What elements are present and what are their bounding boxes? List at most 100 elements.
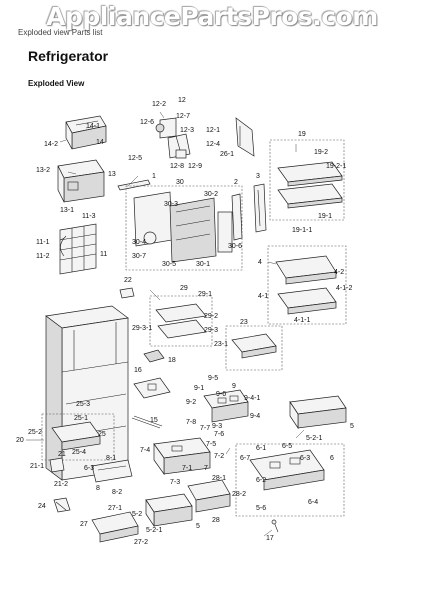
label-19-2: 19-2: [314, 149, 328, 156]
label-26-1: 26-1: [220, 151, 234, 158]
label-29-1: 29-1: [198, 291, 212, 298]
label-23-1: 23-1: [214, 341, 228, 348]
label-8-2: 8-2: [112, 489, 122, 496]
label-7-1: 7-1: [182, 465, 192, 472]
label-25: 25: [98, 431, 106, 438]
part-30-evaporator-cover[interactable]: [133, 191, 233, 263]
label-4-1-1: 4-1-1: [294, 317, 310, 324]
part-17-screw[interactable]: [271, 519, 279, 533]
label-25-3: 25-3: [76, 401, 90, 408]
label-4-1-2: 4-1-2: [336, 285, 352, 292]
part-3-rail[interactable]: [253, 183, 267, 233]
label-14: 14: [96, 139, 104, 146]
part-4-shelf[interactable]: [275, 255, 337, 315]
label-20: 20: [16, 437, 24, 444]
label-11-2: 11-2: [36, 253, 50, 260]
label-7-8: 7-8: [186, 419, 196, 426]
label-29-3-1: 29-3-1: [132, 325, 152, 332]
group-6-box: [235, 443, 345, 517]
label-8: 8: [96, 485, 100, 492]
part-5-crisper-drawer[interactable]: [289, 395, 347, 430]
label-15: 15: [150, 417, 158, 424]
label-17: 17: [266, 535, 274, 542]
label-8-1: 8-1: [106, 455, 116, 462]
label-30-2: 30-2: [204, 191, 218, 198]
part-13-ice-bucket[interactable]: [57, 159, 105, 203]
label-27-1: 27-1: [108, 505, 122, 512]
label-5-2-1: 5-2-1: [306, 435, 322, 442]
label-6-1: 6-1: [256, 445, 266, 452]
group-19-box: [269, 139, 345, 221]
part-9-drawer-assembly[interactable]: [203, 389, 249, 423]
label-9-3: 9-3: [212, 423, 222, 430]
label-7-2: 7-2: [214, 453, 224, 460]
part-15-rod[interactable]: [131, 415, 163, 429]
label-3: 3: [256, 173, 260, 180]
label-5-2-1b: 5-2-1: [146, 527, 162, 534]
label-7-6: 7-6: [214, 431, 224, 438]
part-27-cover[interactable]: [91, 511, 139, 543]
part-7-drawer-assembly[interactable]: [153, 437, 211, 476]
part-28-cover[interactable]: [187, 479, 231, 513]
label-28-2: 28-2: [232, 491, 246, 498]
label-25-4: 25-4: [72, 449, 86, 456]
label-9-1: 9-1: [194, 385, 204, 392]
part-11-ice-maker[interactable]: [59, 223, 97, 275]
label-9-4: 9-4: [250, 413, 260, 420]
label-28: 28: [212, 517, 220, 524]
label-9-4-1: 9-4-1: [244, 395, 260, 402]
page-title: Refrigerator: [28, 48, 109, 64]
label-13: 13: [108, 171, 116, 178]
part-1-strip[interactable]: [117, 179, 151, 191]
label-22: 22: [124, 277, 132, 284]
part-14-top-cover[interactable]: [65, 115, 107, 150]
label-12: 12: [178, 97, 186, 104]
part-19-shelf[interactable]: [277, 161, 343, 209]
group-25-box: [41, 413, 115, 461]
label-12-7: 12-7: [176, 113, 190, 120]
label-11: 11: [100, 251, 107, 258]
label-30-6: 30-6: [228, 243, 242, 250]
label-27-2: 27-2: [134, 539, 148, 546]
part-16-tray[interactable]: [133, 377, 171, 399]
label-4-1: 4-1: [258, 293, 268, 300]
label-5-6: 5-6: [256, 505, 266, 512]
label-13-1: 13-1: [60, 207, 74, 214]
part-24-fitting[interactable]: [53, 497, 71, 513]
label-25-1: 25-1: [74, 415, 88, 422]
label-5b: 5: [196, 523, 200, 530]
group-23-box: [225, 325, 283, 371]
part-29-shelf[interactable]: [155, 303, 207, 339]
label-12-3: 12-3: [180, 127, 194, 134]
part-26-1-bracket[interactable]: [235, 117, 255, 157]
label-6-7: 6-7: [240, 455, 250, 462]
label-21-2: 21-2: [54, 481, 68, 488]
label-18: 18: [168, 357, 176, 364]
label-12-1: 12-1: [206, 127, 220, 134]
part-2-rail[interactable]: [231, 193, 243, 241]
part-5b-crisper-drawer[interactable]: [145, 493, 193, 528]
part-23-cover[interactable]: [231, 333, 277, 359]
label-29: 29: [180, 285, 188, 292]
label-12-6: 12-6: [140, 119, 154, 126]
label-13-2: 13-2: [36, 167, 50, 174]
label-30-4: 30-4: [132, 239, 146, 246]
label-6-5: 6-5: [282, 443, 292, 450]
label-14-2: 14-2: [44, 141, 58, 148]
label-5-2: 5-2: [132, 511, 142, 518]
label-19-1-1: 19-1-1: [292, 227, 312, 234]
label-9-2: 9-2: [186, 399, 196, 406]
label-7-7: 7-7: [200, 425, 210, 432]
label-2: 2: [234, 179, 238, 186]
part-8-rail[interactable]: [91, 459, 133, 483]
label-9-6: 9-6: [216, 391, 226, 398]
part-22-clip[interactable]: [119, 287, 135, 299]
label-12-5: 12-5: [128, 155, 142, 162]
part-18-cap[interactable]: [143, 349, 165, 363]
section-title: Exploded View: [28, 79, 85, 88]
label-25-2: 25-2: [28, 429, 42, 436]
part-6-module[interactable]: [249, 449, 325, 491]
part-21-clip[interactable]: [49, 457, 65, 473]
part-25-tray[interactable]: [51, 421, 101, 451]
part-12-control-assembly[interactable]: [155, 117, 191, 159]
